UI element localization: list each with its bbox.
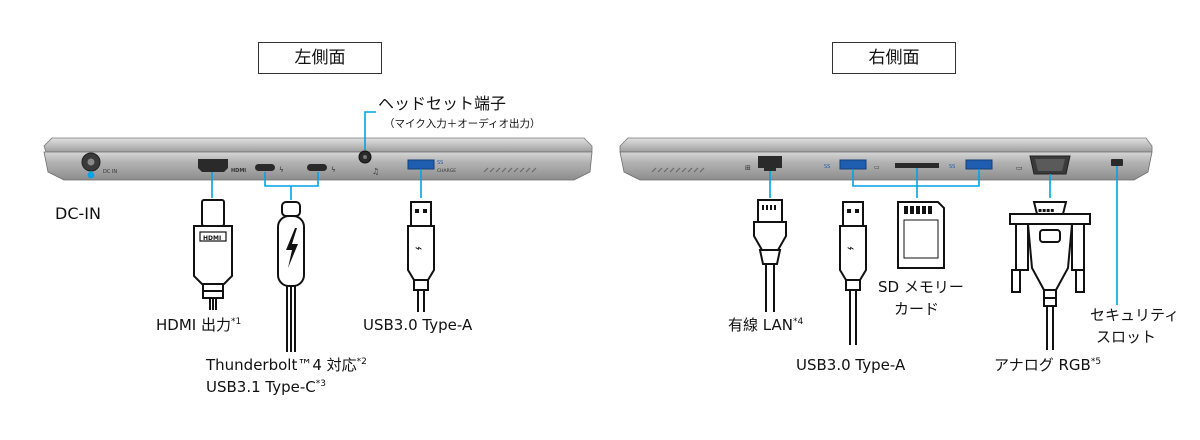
hdmi-label: HDMI 出力*1 (156, 316, 242, 334)
thunderbolt-plug-icon (277, 201, 305, 352)
sd-card-label-line1: SD メモリー (878, 278, 964, 296)
usb-left-label: USB3.0 Type-A (363, 316, 473, 334)
hdmi-marking: HDMI (231, 168, 246, 174)
usb-a-port-right-1 (839, 159, 867, 170)
thunderbolt-mark-icon: ϟ (279, 166, 284, 174)
sd-card-icon (897, 201, 945, 269)
hdmi-plug-icon: HDMI (193, 199, 233, 310)
usbc-label: USB3.1 Type-C*3 (206, 378, 326, 396)
headset-label: ヘッドセット端子 (378, 94, 507, 113)
leader-lines (87, 111, 1118, 305)
vga-plug-icon: ▪▪▪▪ (1009, 201, 1091, 350)
svg-text:⌁: ⌁ (415, 241, 422, 255)
sd-mark-icon: ▭ (874, 164, 880, 171)
security-label-line2: スロット (1096, 328, 1157, 346)
lan-mark-icon: ⊞ (745, 164, 751, 172)
usb-ss-logo: SS (824, 164, 830, 170)
hdmi-port (198, 159, 228, 172)
lan-label: 有線 LAN*4 (728, 316, 804, 334)
sd-card-label-line2: カード (894, 300, 940, 318)
usb-a-plug-left-icon: ⌁ (407, 201, 435, 312)
svg-text:⌁: ⌁ (847, 241, 854, 255)
sd-card-slot (895, 163, 939, 168)
lan-plug-icon (753, 199, 787, 312)
security-slot (1111, 159, 1123, 166)
rgb-label: アナログ RGB*5 (994, 356, 1102, 374)
thunderbolt-label: Thunderbolt™4 対応*2 (206, 356, 367, 374)
headset-sublabel: （マイク入力＋オーディオ出力） (384, 118, 541, 130)
right-vent (651, 167, 705, 173)
left-side-title: 左側面 (258, 42, 382, 74)
usb-right-label: USB3.0 Type-A (796, 356, 906, 374)
dcin-label: DC-IN (55, 204, 101, 223)
usb-a-port-left (407, 159, 435, 170)
svg-text:HDMI: HDMI (203, 235, 221, 242)
svg-text:▪▪▪▪: ▪▪▪▪ (1038, 207, 1054, 214)
usb-ss-logo: SS (437, 160, 443, 166)
security-label-line1: セキュリティ (1090, 306, 1180, 324)
dcin-marking: DC IN (103, 169, 117, 175)
vga-mark-icon: ▭ (1016, 164, 1023, 172)
charge-marking: CHARGE (437, 168, 456, 174)
usbc-port-1 (255, 164, 275, 171)
left-vent (483, 167, 537, 173)
thunderbolt-mark-icon: ϟ (331, 166, 336, 174)
left-laptop-side: DC IN HDMI ϟ ϟ ♫ SS CHARGE (43, 137, 593, 181)
usbc-port-2 (307, 164, 327, 171)
headset-mark-icon: ♫ (372, 167, 379, 176)
right-side-title: 右側面 (832, 42, 956, 74)
usb-ss-logo: SS (949, 164, 955, 170)
right-laptop-side: ⊞ SS ▭ SS ▭ (619, 137, 1153, 181)
usb-a-plug-right-icon: ⌁ (839, 201, 867, 345)
usb-a-port-right-2 (965, 159, 993, 170)
lan-port (758, 156, 782, 171)
